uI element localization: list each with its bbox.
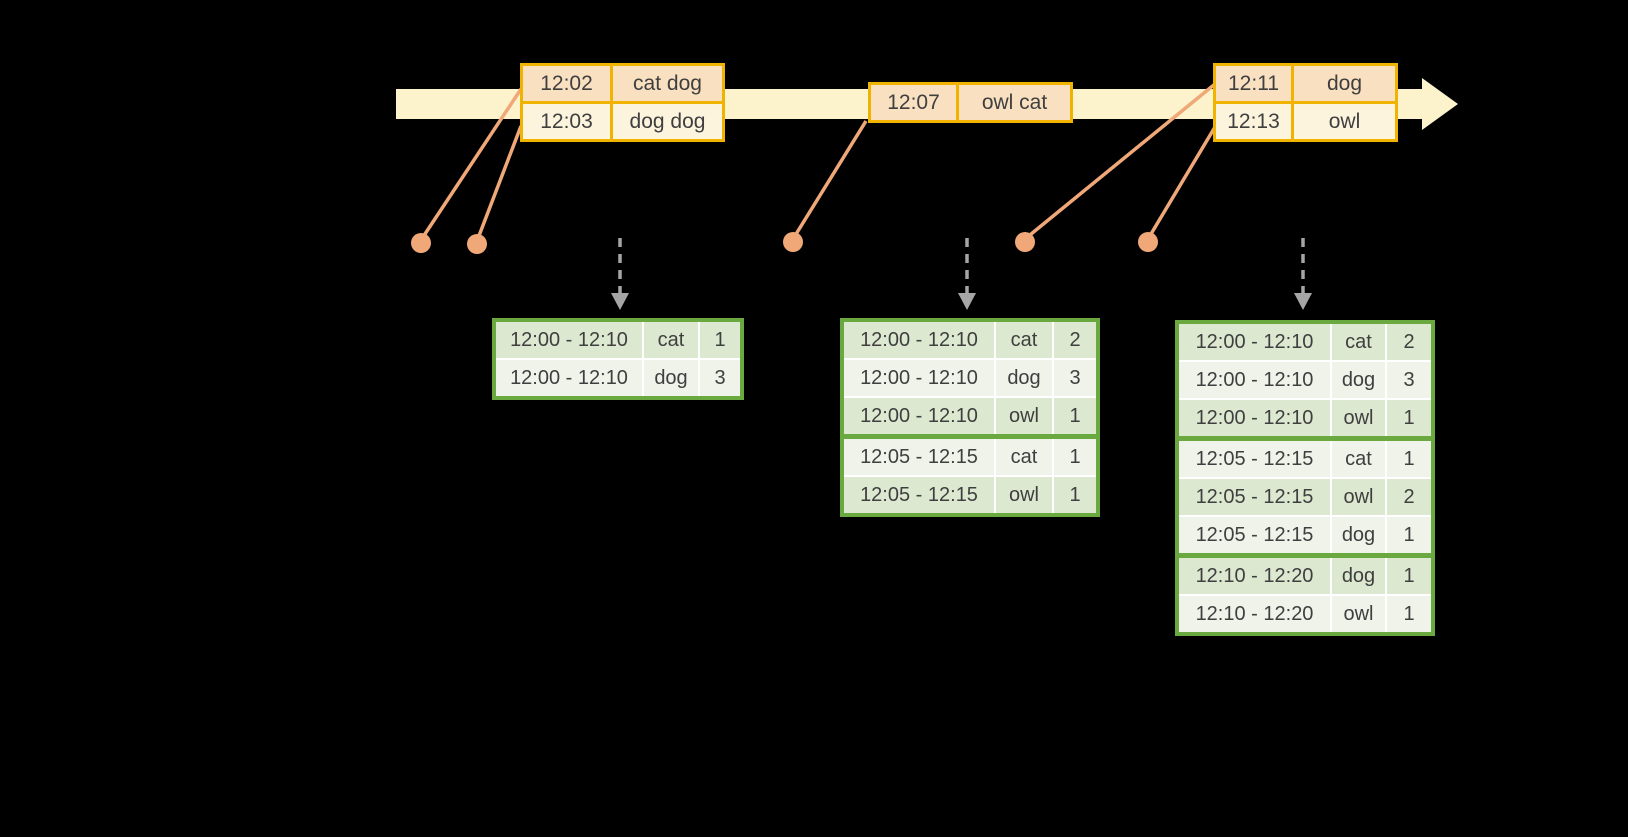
window-cell: 12:05 - 12:15 [1179,441,1330,477]
event-row: 12:13 owl [1216,104,1395,139]
result-row: 12:10 - 12:20 owl 1 [1179,594,1431,632]
result-row: 12:00 - 12:10 dog 3 [844,358,1096,396]
event-table-2: 12:07 owl cat [868,82,1073,123]
word-cell: dog [642,360,698,396]
down-arrowhead-icon [1294,293,1312,310]
result-row: 12:05 - 12:15 cat 1 [1179,436,1431,477]
connector-line [1146,126,1217,240]
event-time-cell: 12:03 [523,104,610,139]
result-row: 12:00 - 12:10 dog 3 [496,358,740,396]
count-cell: 1 [1385,596,1431,632]
window-cell: 12:00 - 12:10 [1179,400,1330,436]
window-cell: 12:10 - 12:20 [1179,596,1330,632]
event-words-cell: owl [1294,104,1395,139]
event-row: 12:07 owl cat [871,85,1070,120]
window-cell: 12:05 - 12:15 [844,477,994,513]
count-cell: 3 [1052,360,1096,396]
event-words-cell: dog dog [613,104,722,139]
result-row: 12:00 - 12:10 owl 1 [1179,398,1431,436]
count-cell: 1 [1052,439,1096,475]
connector-line [419,88,523,241]
count-cell: 1 [1385,517,1431,553]
word-cell: owl [994,398,1052,434]
result-row: 12:05 - 12:15 dog 1 [1179,515,1431,553]
window-cell: 12:00 - 12:10 [844,398,994,434]
word-cell: owl [1330,400,1385,436]
dot-icon [1138,232,1158,252]
event-time-cell: 12:07 [871,85,956,120]
event-time-cell: 12:02 [523,66,610,101]
count-cell: 1 [1052,477,1096,513]
event-table-1: 12:02 cat dog 12:03 dog dog [520,63,725,142]
count-cell: 2 [1385,479,1431,515]
word-cell: cat [1330,324,1385,360]
event-words-cell: owl cat [959,85,1070,120]
word-cell: cat [642,322,698,358]
event-words-cell: cat dog [613,66,722,101]
result-row: 12:05 - 12:15 owl 2 [1179,477,1431,515]
result-row: 12:00 - 12:10 cat 1 [496,322,740,358]
window-cell: 12:00 - 12:10 [844,322,994,358]
result-row: 12:10 - 12:20 dog 1 [1179,553,1431,594]
result-row: 12:00 - 12:10 dog 3 [1179,360,1431,398]
result-row: 12:05 - 12:15 cat 1 [844,434,1096,475]
down-arrowhead-icon [611,293,629,310]
window-cell: 12:00 - 12:10 [1179,324,1330,360]
event-table-3: 12:11 dog 12:13 owl [1213,63,1398,142]
dot-icon [783,232,803,252]
count-cell: 1 [1385,558,1431,594]
word-cell: cat [994,322,1052,358]
result-row: 12:05 - 12:15 owl 1 [844,475,1096,513]
word-cell: cat [1330,441,1385,477]
window-cell: 12:00 - 12:10 [496,360,642,396]
result-row: 12:00 - 12:10 cat 2 [1179,324,1431,360]
result-row: 12:00 - 12:10 owl 1 [844,396,1096,434]
word-cell: owl [1330,596,1385,632]
count-cell: 3 [698,360,740,396]
word-cell: cat [994,439,1052,475]
result-table-2: 12:00 - 12:10 cat 2 12:00 - 12:10 dog 3 … [840,318,1100,517]
word-cell: dog [1330,517,1385,553]
word-cell: dog [994,360,1052,396]
dot-icon [1015,232,1035,252]
window-cell: 12:00 - 12:10 [1179,362,1330,398]
count-cell: 1 [1052,398,1096,434]
event-row: 12:11 dog [1216,66,1395,101]
word-cell: dog [1330,558,1385,594]
event-time-cell: 12:13 [1216,104,1291,139]
event-row: 12:03 dog dog [523,104,722,139]
count-cell: 1 [698,322,740,358]
result-table-1: 12:00 - 12:10 cat 1 12:00 - 12:10 dog 3 [492,318,744,400]
window-cell: 12:05 - 12:15 [1179,517,1330,553]
connector-line [791,120,868,240]
window-cell: 12:05 - 12:15 [844,439,994,475]
word-cell: owl [994,477,1052,513]
result-row: 12:00 - 12:10 cat 2 [844,322,1096,358]
event-row: 12:02 cat dog [523,66,722,101]
count-cell: 3 [1385,362,1431,398]
result-table-3: 12:00 - 12:10 cat 2 12:00 - 12:10 dog 3 … [1175,320,1435,636]
down-arrowhead-icon [958,293,976,310]
connector-line [475,125,523,242]
connector-line [1023,82,1217,241]
window-cell: 12:05 - 12:15 [1179,479,1330,515]
word-cell: owl [1330,479,1385,515]
word-cell: dog [1330,362,1385,398]
window-cell: 12:00 - 12:10 [844,360,994,396]
count-cell: 1 [1385,441,1431,477]
count-cell: 1 [1385,400,1431,436]
dot-icon [411,233,431,253]
window-cell: 12:10 - 12:20 [1179,558,1330,594]
count-cell: 2 [1052,322,1096,358]
right-arrow-icon [1422,78,1458,130]
event-words-cell: dog [1294,66,1395,101]
dot-icon [467,234,487,254]
event-time-cell: 12:11 [1216,66,1291,101]
count-cell: 2 [1385,324,1431,360]
window-cell: 12:00 - 12:10 [496,322,642,358]
